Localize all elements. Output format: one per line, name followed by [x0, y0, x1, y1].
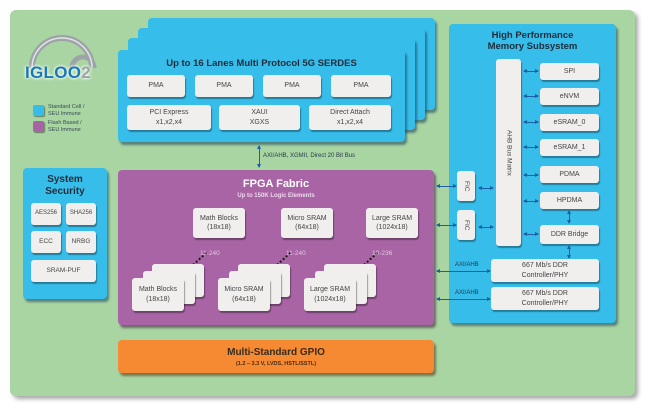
micro-sram-range: 11-240	[286, 250, 306, 257]
fic-block: FIC	[457, 171, 475, 201]
logo-arc-icon	[29, 35, 97, 69]
hpdma-ddr-bridge-arrow	[567, 210, 571, 224]
large-sram-range: 10-236	[372, 250, 393, 257]
ddr-controller-block: 667 Mb/s DDR Controller/PHY	[491, 259, 599, 282]
fpga-fic-arrow	[436, 184, 457, 188]
esram1-block: eSRAM_1	[540, 139, 599, 156]
ahb-bus-matrix-label: AHB Bus Matrix	[505, 129, 513, 176]
aes256-block: AES256	[31, 203, 61, 225]
fic-label: FIC	[463, 180, 471, 192]
envm-block: eNVM	[540, 88, 599, 105]
esram0-arrow	[523, 120, 539, 124]
logo-text: IGLOO	[25, 63, 82, 82]
serdes-panel: Up to 16 Lanes Multi Protocol 5G SERDES …	[118, 50, 405, 142]
fic-label: FIC	[463, 219, 471, 231]
pdma-block: PDMA	[540, 166, 599, 183]
sha256-block: SHA256	[66, 203, 96, 225]
esram1-arrow	[523, 145, 539, 149]
fpga-ddr-arrow	[436, 269, 491, 273]
spi-block: SPI	[540, 63, 599, 80]
math-blocks-range: 11-240	[200, 250, 220, 257]
memory-title: High Performance Memory Subsystem	[487, 30, 578, 53]
ecc-block: ECC	[31, 231, 61, 253]
ahb-bus-matrix: AHB Bus Matrix	[496, 59, 521, 246]
pma-block: PMA	[331, 75, 391, 97]
fpga-fic-arrow	[436, 223, 457, 227]
hpdma-arrow	[523, 199, 539, 203]
serdes-title: Up to 16 Lanes Multi Protocol 5G SERDES	[166, 58, 357, 69]
fic-block: FIC	[457, 210, 475, 240]
math-blocks-single: Math Blocks (18x18)	[193, 208, 245, 238]
esram0-block: eSRAM_0	[540, 114, 599, 131]
math-blocks-stack: Math Blocks (18x18)	[132, 278, 184, 311]
large-sram-single: Large SRAM (1024x18)	[366, 208, 418, 238]
ddr-bridge-arrow	[523, 232, 539, 236]
xaui-block: XAUI XGXS	[219, 105, 300, 130]
fic-bus-arrow	[478, 186, 494, 190]
fpga-ddr-arrow	[436, 297, 491, 301]
pci-express-block: PCI Express x1,x2,x4	[127, 105, 211, 130]
fpga-title: FPGA Fabric	[242, 178, 310, 190]
logo-suffix: 2	[81, 63, 92, 82]
pdma-arrow	[523, 173, 539, 177]
serdes-fpga-bus-arrow	[257, 145, 261, 168]
fpga-subtitle: Up to 150K Logic Elements	[237, 193, 315, 199]
legend-swatch-blue	[33, 105, 44, 116]
ddr-bridge-block: DDR Bridge	[540, 225, 599, 244]
large-sram-stack: Large SRAM (1024x18)	[304, 278, 356, 311]
ddr-controller-block: 667 Mb/s DDR Controller/PHY	[491, 287, 599, 310]
security-panel: System Security AES256 SHA256 ECC NRBG S…	[23, 168, 107, 299]
igloo2-logo: IGLOO2	[22, 30, 100, 88]
security-title: System Security	[45, 174, 85, 197]
gpio-subtitle: (1.2 – 3.3 V, LVDS, HSTL/SSTL)	[235, 361, 317, 367]
ddr-bus-label: AXI/AHB	[455, 262, 479, 268]
spi-arrow	[523, 69, 539, 73]
legend-label: Standard Cell / SEU Immune	[48, 104, 85, 117]
pma-block: PMA	[195, 75, 253, 97]
hpdma-block: HPDMA	[540, 192, 599, 209]
legend-label: Flash Based / SEU Immune	[48, 120, 82, 133]
nrbg-block: NRBG	[66, 231, 96, 253]
micro-sram-stack: Micro SRAM (64x18)	[218, 278, 270, 311]
memory-subsystem-panel: High Performance Memory Subsystem AHB Bu…	[449, 24, 616, 323]
pma-block: PMA	[127, 75, 185, 97]
gpio-title: Multi-Standard GPIO	[227, 347, 325, 358]
fpga-fabric-panel: FPGA Fabric Up to 150K Logic Elements Ma…	[118, 170, 434, 325]
legend-swatch-purple	[33, 121, 44, 132]
direct-attach-block: Direct Attach x1,x2,x4	[309, 105, 391, 130]
gpio-panel: Multi-Standard GPIO (1.2 – 3.3 V, LVDS, …	[118, 340, 434, 373]
fic-bus-arrow	[478, 225, 494, 229]
ddr-bus-label: AXI/AHB	[455, 290, 479, 296]
micro-sram-single: Micro SRAM (64x18)	[281, 208, 333, 238]
ddr-bridge-controller-arrow	[567, 245, 571, 259]
envm-arrow	[523, 94, 539, 98]
serdes-bus-label: AXI/AHB, XGMII, Direct 20 Bit Bus	[263, 153, 356, 159]
sram-puf-block: SRAM-PUF	[31, 260, 96, 282]
pma-block: PMA	[263, 75, 321, 97]
